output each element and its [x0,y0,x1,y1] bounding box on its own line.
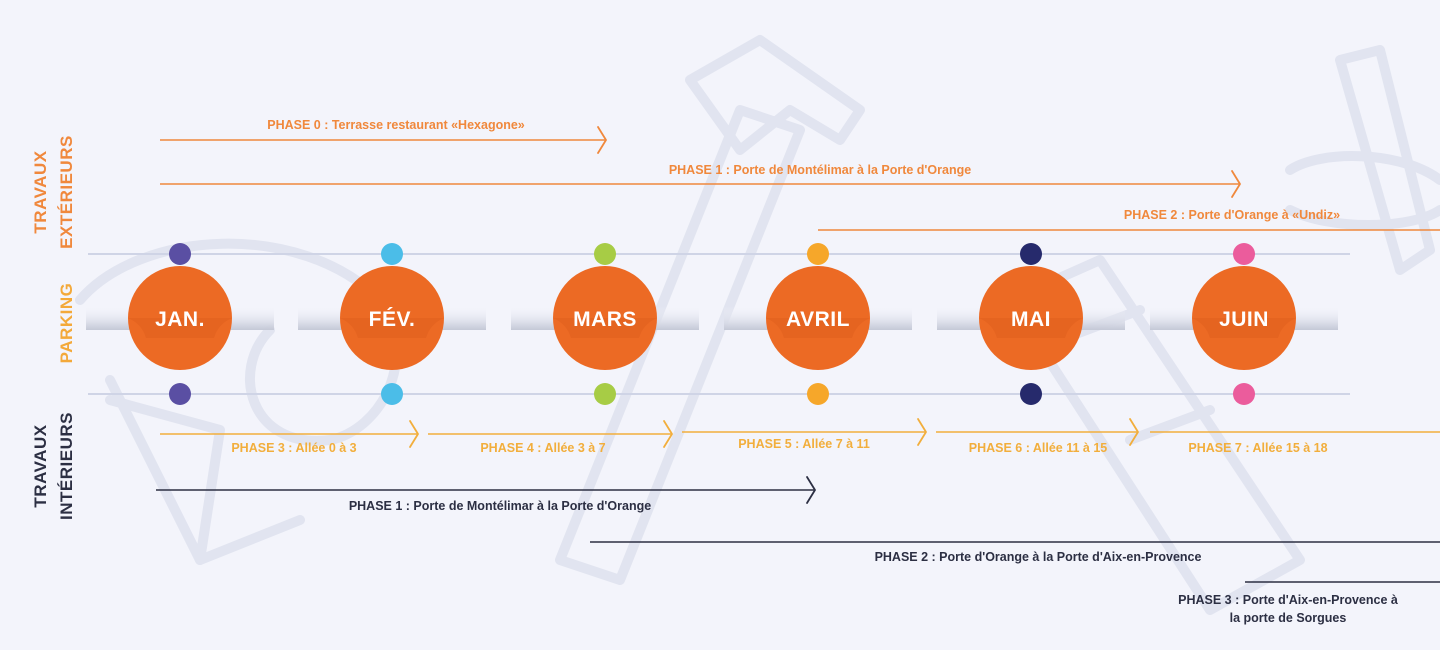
month-circle [1192,266,1296,370]
month-dot-top [807,243,829,265]
arrow-head [663,420,673,448]
month-circle-shade [340,318,444,338]
side-labels: TRAVAUX EXTÉRIEURS PARKING TRAVAUX INTÉRIEUR… [31,135,76,520]
exterior-phases: PHASE 0 : Terrasse restaurant «Hexagone»… [160,118,1440,231]
month-dot-bottom [169,383,191,405]
month-circle [979,266,1083,370]
interior-label-line2: INTÉRIEURS [57,412,76,520]
month-label: MARS [573,308,637,331]
parking-phase-arrow [160,420,419,448]
month-dots [169,243,1255,405]
exterior-label-line1: TRAVAUX [31,150,50,233]
month-label: JUIN [1219,308,1269,331]
phase-label: PHASE 5 : Allée 7 à 11 [738,437,870,451]
month-label: MAI [1011,308,1051,331]
month-dot-bottom [1233,383,1255,405]
month-marker: FÉV. [340,266,444,370]
parking-phase-arrow [682,418,927,446]
month-dot-top [1020,243,1042,265]
phase-label: PHASE 3 : Allée 0 à 3 [231,441,356,455]
parking-band [86,306,1338,330]
month-dot-bottom [807,383,829,405]
phase-label: PHASE 2 : Porte d'Orange à la Porte d'Ai… [875,550,1202,564]
month-circle-shade [128,318,232,338]
month-marker: MAI [979,266,1083,370]
phase-label: PHASE 7 : Allée 15 à 18 [1188,441,1327,455]
phase-label: PHASE 1 : Porte de Montélimar à la Porte… [669,163,971,177]
exterior-phase-arrow [160,126,607,154]
month-circle-shade [766,318,870,338]
parking-phase-arrow [936,418,1139,446]
month-dot-top [169,243,191,265]
screwdriver-icon [1285,45,1440,275]
phase-label: PHASE 3 : Porte d'Aix-en-Provence à [1178,593,1398,607]
timeline-tracks [88,253,1350,395]
phase-label: PHASE 6 : Allée 11 à 15 [969,441,1108,455]
phase-label: PHASE 2 : Porte d'Orange à «Undiz» [1124,208,1340,222]
month-circle [553,266,657,370]
arrow-head [409,420,419,448]
month-dot-bottom [594,383,616,405]
month-label: JAN. [155,308,205,331]
month-marker: AVRIL [766,266,870,370]
exterior-phase-arrow [160,170,1241,198]
month-circle-shade [1192,318,1296,338]
arrow-head [597,126,607,154]
phase-label: la porte de Sorgues [1230,611,1347,625]
month-markers: JAN. FÉV. MARS AVRIL MAI JUIN [128,266,1296,370]
month-dot-bottom [381,383,403,405]
arrow-head [1231,170,1241,198]
arrow-head [917,418,927,446]
month-dot-top [1233,243,1255,265]
phase-label: PHASE 0 : Terrasse restaurant «Hexagone» [267,118,525,132]
month-circle [128,266,232,370]
month-label: FÉV. [369,308,416,331]
interior-phase-arrow [156,476,816,504]
month-dot-top [594,243,616,265]
parking-label: PARKING [57,283,76,364]
phase-label: PHASE 1 : Porte de Montélimar à la Porte… [349,499,651,513]
parking-phase-arrow [428,420,673,448]
phase-label: PHASE 4 : Allée 3 à 7 [480,441,605,455]
interior-label-line1: TRAVAUX [31,424,50,507]
interior-phases: PHASE 1 : Porte de Montélimar à la Porte… [156,476,1440,625]
arrow-head [806,476,816,504]
hammer-icon [555,35,865,585]
month-marker: MARS [553,266,657,370]
month-dot-top [381,243,403,265]
month-circle-shade [553,318,657,338]
parking-phases: PHASE 3 : Allée 0 à 3 PHASE 4 : Allée 3 à… [160,418,1440,455]
month-dot-bottom [1020,383,1042,405]
month-marker: JAN. [128,266,232,370]
arrow-head [1129,418,1139,446]
month-circle [340,266,444,370]
month-circle [766,266,870,370]
month-circle-shade [979,318,1083,338]
exterior-label-line2: EXTÉRIEURS [57,135,76,249]
month-label: AVRIL [786,308,850,331]
month-marker: JUIN [1192,266,1296,370]
